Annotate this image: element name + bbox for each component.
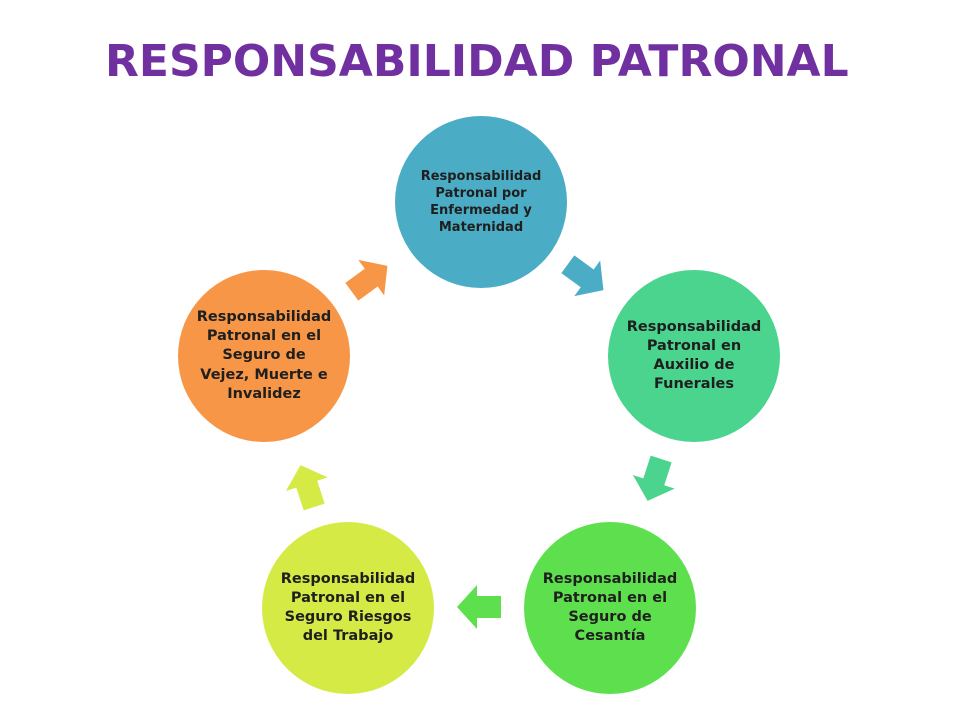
cycle-node-label: Responsabilidad Patronal en Auxilio de F…: [626, 318, 762, 393]
cycle-node-label: Responsabilidad Patronal en el Seguro de…: [196, 309, 332, 402]
cycle-arrow-2-shape: [632, 455, 675, 501]
cycle-arrow-5-shape: [345, 259, 388, 301]
cycle-node-vejez-muerte-invalidez: Responsabilidad Patronal en el Seguro de…: [178, 270, 350, 442]
cycle-arrow-3: [457, 585, 501, 629]
cycle-node-label: Responsabilidad Patronal en el Seguro de…: [542, 570, 678, 645]
cycle-arrow-5: [345, 259, 388, 301]
cycle-arrow-1-shape: [561, 255, 604, 297]
cycle-arrow-3-shape: [457, 585, 501, 629]
cycle-node-riesgos-trabajo: Responsabilidad Patronal en el Seguro Ri…: [262, 522, 434, 694]
cycle-node-enfermedad-maternidad: Responsabilidad Patronal por Enfermedad …: [395, 116, 567, 288]
cycle-arrow-4-shape: [285, 465, 328, 511]
cycle-arrow-2: [632, 455, 675, 501]
cycle-node-cesantia: Responsabilidad Patronal en el Seguro de…: [524, 522, 696, 694]
cycle-node-auxilio-funerales: Responsabilidad Patronal en Auxilio de F…: [608, 270, 780, 442]
cycle-node-label: Responsabilidad Patronal en el Seguro Ri…: [280, 570, 416, 645]
page-title: RESPONSABILIDAD PATRONAL: [105, 36, 849, 87]
cycle-arrow-1: [561, 255, 604, 297]
cycle-arrow-4: [285, 465, 328, 511]
cycle-node-label: Responsabilidad Patronal por Enfermedad …: [420, 168, 542, 236]
